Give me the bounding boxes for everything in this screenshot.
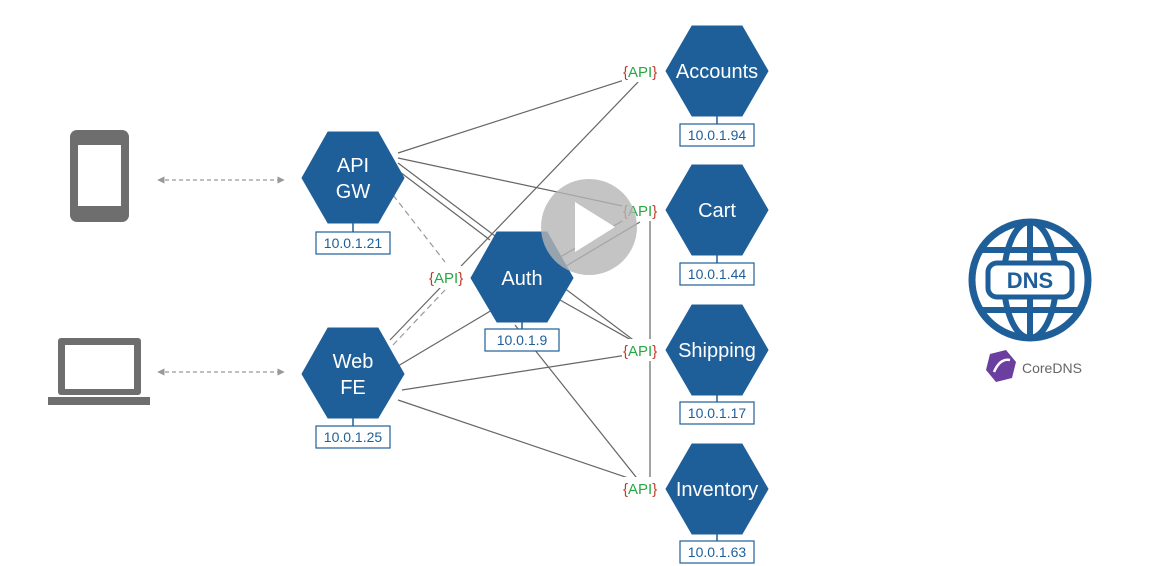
shipping-ip: 10.0.1.17 — [688, 405, 747, 421]
api-tag-shipping: {API} — [622, 339, 664, 361]
api-brace-close: } — [652, 203, 657, 220]
line-apigw-accounts — [397, 74, 641, 154]
web-fe-node: Web FE 10.0.1.25 — [301, 327, 405, 449]
api-brace-close: } — [652, 64, 657, 81]
dns-badge-text: DNS — [1007, 268, 1053, 293]
line-apigw-auth — [399, 171, 491, 241]
svg-text:{API}: {API} — [623, 481, 657, 498]
inventory-label: Inventory — [676, 479, 758, 501]
api-brace-open: { — [623, 64, 628, 81]
laptop-icon — [48, 338, 150, 405]
web-fe-ip: 10.0.1.25 — [324, 429, 383, 445]
web-fe-ip-box — [315, 425, 391, 449]
api-brace-close: } — [652, 343, 657, 360]
coredns-logo: CoreDNS — [986, 350, 1082, 382]
api-word: API — [434, 270, 458, 287]
accounts-node: Accounts 10.0.1.94 — [665, 25, 769, 147]
svg-text:{API}: {API} — [623, 343, 657, 360]
shipping-hexagon — [665, 304, 769, 396]
shipping-ip-box — [679, 401, 755, 425]
api-brace-open: { — [429, 270, 434, 287]
line-auth-shipping — [559, 299, 641, 346]
dashed-lines — [392, 194, 446, 346]
api-tag-inventory: {API} — [622, 477, 664, 499]
api-tag-auth: {API} — [428, 266, 470, 288]
auth-label: Auth — [501, 268, 542, 290]
play-button[interactable] — [541, 179, 637, 275]
coredns-brand-text: CoreDNS — [1022, 360, 1082, 376]
accounts-hexagon — [665, 25, 769, 117]
auth-ip: 10.0.1.9 — [497, 332, 548, 348]
cart-label: Cart — [698, 200, 736, 222]
api-word: API — [628, 64, 652, 81]
inventory-ip: 10.0.1.63 — [688, 544, 747, 560]
api-word: API — [628, 481, 652, 498]
api-brace-open: { — [623, 343, 628, 360]
accounts-ip-box — [679, 123, 755, 147]
dashed-apigw-authapi — [392, 194, 446, 263]
auth-node: Auth 10.0.1.9 — [470, 231, 574, 352]
dashed-webfe-authapi — [392, 289, 446, 346]
line-webfe-shipping — [401, 352, 641, 391]
play-icon — [575, 202, 615, 252]
accounts-ip: 10.0.1.94 — [688, 127, 747, 143]
shipping-label: Shipping — [678, 340, 756, 362]
svg-text:{API}: {API} — [623, 64, 657, 81]
api-gw-label-line2: GW — [336, 181, 371, 203]
web-fe-hexagon — [301, 327, 405, 419]
coredns-mark-icon — [986, 350, 1016, 382]
dns-globe-icon: DNS — [968, 218, 1092, 342]
api-gw-ip-box — [315, 231, 391, 255]
api-brace-open: { — [623, 481, 628, 498]
web-fe-label-line2: FE — [340, 377, 366, 399]
api-gw-node: API GW 10.0.1.21 — [301, 131, 405, 255]
line-webfe-inventory — [397, 399, 641, 483]
cart-node: Cart 10.0.1.44 — [665, 164, 769, 286]
api-gw-ip: 10.0.1.21 — [324, 235, 383, 251]
api-brace-close: } — [652, 481, 657, 498]
inventory-ip-box — [679, 540, 755, 564]
web-fe-label-line1: Web — [333, 351, 374, 373]
cart-hexagon — [665, 164, 769, 256]
cart-ip: 10.0.1.44 — [688, 266, 747, 282]
api-tag-accounts: {API} — [622, 60, 664, 82]
auth-ip-box — [484, 328, 560, 352]
svg-text:{API}: {API} — [429, 270, 463, 287]
accounts-label: Accounts — [676, 61, 758, 83]
api-gw-hexagon — [301, 131, 405, 224]
api-brace-close: } — [458, 270, 463, 287]
inventory-hexagon — [665, 443, 769, 535]
shipping-node: Shipping 10.0.1.17 — [665, 304, 769, 425]
smartphone-icon — [70, 130, 129, 222]
inventory-node: Inventory 10.0.1.63 — [665, 443, 769, 564]
api-gw-label-line1: API — [337, 155, 369, 177]
line-webfe-accounts — [389, 79, 641, 341]
api-word: API — [628, 343, 652, 360]
cart-ip-box — [679, 262, 755, 286]
